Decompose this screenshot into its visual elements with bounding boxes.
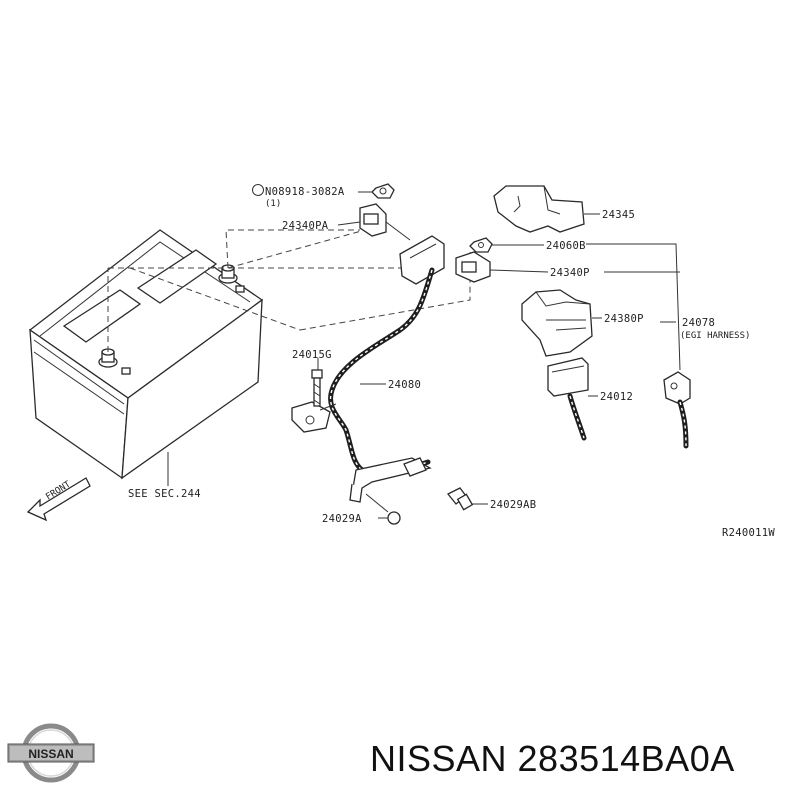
part-title: NISSAN 283514BA0A: [370, 738, 735, 779]
terminal-24340PA: [359, 203, 411, 241]
connector-24012: [547, 357, 598, 441]
harness-24078: [663, 371, 691, 449]
label-24340PA: 24340PA: [282, 220, 329, 232]
terminal-24340P: [455, 251, 549, 283]
leader-lines: [167, 221, 386, 486]
label-egi-harness: (EGI HARNESS): [680, 331, 750, 341]
nut-24060B: [469, 237, 544, 253]
label-24029A: 24029A: [322, 513, 362, 525]
label-24060B: 24060B: [546, 240, 586, 252]
label-24012: 24012: [600, 391, 633, 403]
label-24380P: 24380P: [604, 313, 644, 325]
label-24080: 24080: [388, 379, 421, 391]
bolt-24029AB: [446, 487, 488, 511]
cable-24080: [291, 235, 445, 503]
cover-24345: [493, 185, 600, 233]
battery-cable-diagram: N08918-3082A (1) 24340PA 24345 24060B 24…: [26, 183, 775, 539]
label-24015G: 24015G: [292, 349, 332, 361]
label-bolt-qty: (1): [265, 199, 281, 209]
leader-24078: [586, 243, 681, 371]
label-see-sec: SEE SEC.244: [128, 488, 201, 500]
bolt-24015G: [311, 369, 323, 407]
projection-lines: [107, 227, 471, 352]
nissan-logo-text: NISSAN: [28, 747, 73, 761]
label-24029AB: 24029AB: [490, 499, 536, 511]
nissan-logo: NISSAN: [7, 723, 95, 783]
label-24078: 24078: [682, 317, 715, 329]
front-arrow: [26, 477, 91, 522]
label-bolt-08918: N08918-3082A: [265, 186, 345, 198]
fusible-link-24380P: [521, 289, 676, 357]
label-ref-code: R240011W: [722, 527, 775, 539]
label-24340P: 24340P: [550, 267, 590, 279]
bolt-24029A: [365, 493, 401, 525]
label-24345: 24345: [602, 209, 635, 221]
bolt-08918: [358, 183, 395, 199]
n-mark-icon: [252, 184, 264, 196]
battery: [28, 229, 264, 480]
